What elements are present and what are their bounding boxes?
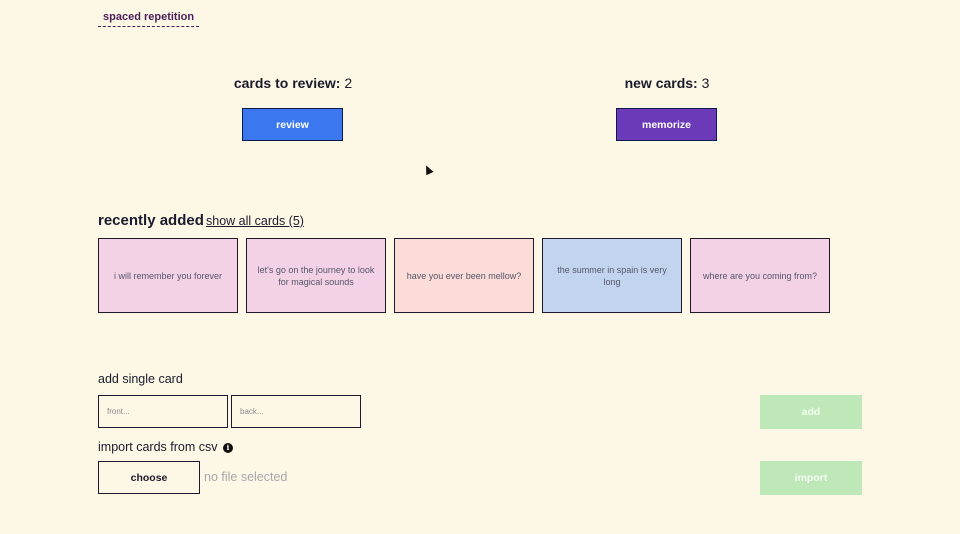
review-count-label: cards to review: 2	[193, 75, 393, 91]
new-cards-label: new cards: 3	[567, 75, 767, 91]
flashcard-text: i will remember you forever	[113, 270, 223, 281]
recent-cards-list: i will remember you forever let's go on …	[98, 238, 830, 313]
flashcard-text: let's go on the journey to look for magi…	[257, 264, 375, 287]
flashcard[interactable]: where are you coming from?	[690, 238, 830, 313]
review-count: 2	[344, 75, 353, 91]
recently-added-heading: recently added	[98, 212, 204, 229]
flashcard-text: the summer in spain is very long	[557, 264, 667, 287]
memorize-button[interactable]: memorize	[616, 108, 717, 141]
flashcard-text: where are you coming from?	[702, 270, 818, 281]
file-status-text: no file selected	[204, 470, 288, 484]
flashcard[interactable]: have you ever been mellow?	[394, 238, 534, 313]
new-cards-count: 3	[701, 75, 710, 91]
new-cards-label-text: new cards:	[624, 75, 698, 91]
import-button[interactable]: import	[760, 461, 862, 495]
import-csv-heading: import cards from csv	[98, 440, 218, 454]
flashcard[interactable]: let's go on the journey to look for magi…	[246, 238, 386, 313]
choose-file-button[interactable]: choose	[98, 461, 200, 494]
flashcard-text: have you ever been mellow?	[406, 270, 522, 281]
add-card-button[interactable]: add	[760, 395, 862, 429]
flashcard[interactable]: the summer in spain is very long	[542, 238, 682, 313]
info-icon[interactable]: i	[223, 443, 233, 453]
add-single-card-heading: add single card	[98, 372, 183, 386]
app-title-link[interactable]: spaced repetition	[98, 11, 200, 27]
front-input[interactable]	[98, 395, 228, 428]
show-all-cards-link[interactable]: show all cards (5)	[206, 214, 304, 228]
review-button[interactable]: review	[242, 108, 343, 141]
flashcard[interactable]: i will remember you forever	[98, 238, 238, 313]
back-input[interactable]	[231, 395, 361, 428]
mouse-cursor-icon	[422, 163, 434, 176]
review-label-text: cards to review:	[233, 75, 341, 91]
